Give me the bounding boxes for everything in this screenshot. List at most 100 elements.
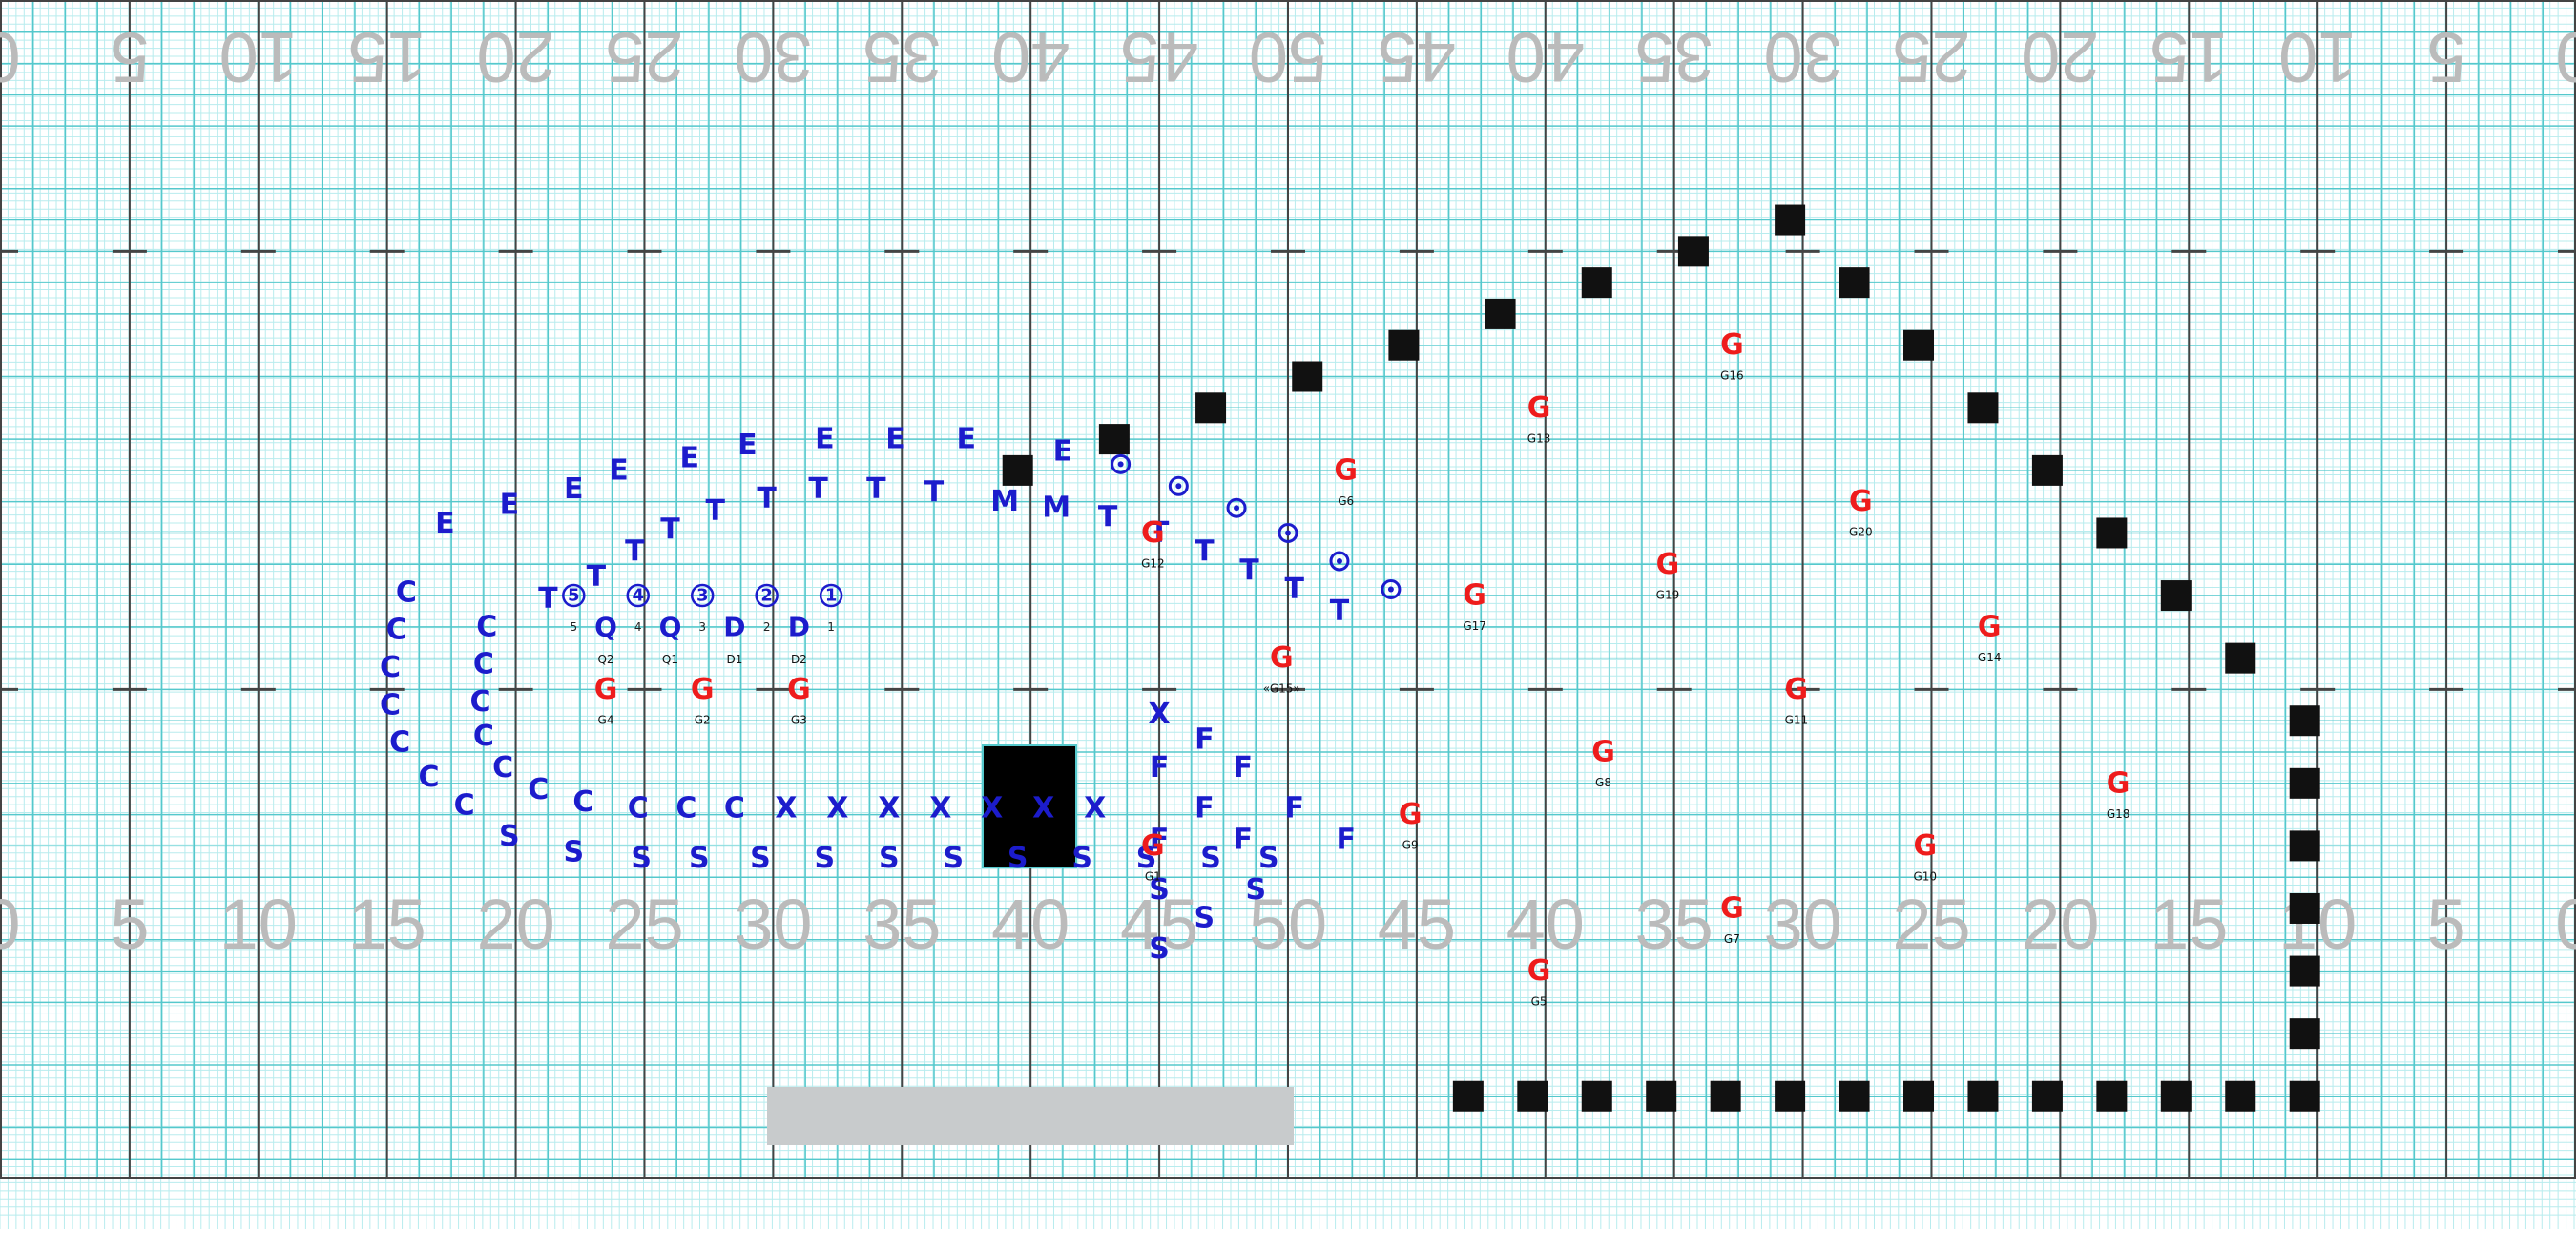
black-square-marker[interactable]: [2225, 1080, 2256, 1112]
black-square-marker[interactable]: [1292, 361, 1323, 392]
red-marker-g3[interactable]: GG3: [787, 673, 811, 727]
blue-marker-f[interactable]: F: [1195, 792, 1215, 825]
blue-marker-t[interactable]: T: [1239, 554, 1259, 587]
black-square-marker[interactable]: [2031, 1080, 2063, 1112]
blue-marker-t[interactable]: T: [1330, 595, 1350, 628]
blue-marker-x[interactable]: X: [878, 792, 900, 825]
black-square-marker[interactable]: [1710, 1080, 1741, 1112]
blue-marker-s[interactable]: S: [1245, 873, 1266, 907]
blue-marker-s[interactable]: S: [499, 820, 520, 853]
blue-marker-e[interactable]: E: [1053, 435, 1073, 469]
black-square-marker[interactable]: [2031, 454, 2063, 486]
blue-marker-q1[interactable]: QQ1: [659, 611, 682, 666]
black-square-marker[interactable]: [1581, 267, 1612, 299]
blue-marker-c[interactable]: C: [469, 685, 490, 719]
blue-marker-t[interactable]: T: [660, 513, 680, 547]
blue-marker-t[interactable]: T: [1150, 516, 1170, 550]
blue-marker-s[interactable]: S: [631, 842, 652, 875]
blue-marker-e[interactable]: E: [435, 507, 455, 540]
blue-marker-c[interactable]: C: [473, 648, 494, 681]
blue-marker-e[interactable]: E: [957, 423, 977, 456]
black-square-marker[interactable]: [2289, 1080, 2320, 1112]
red-marker-g1[interactable]: GG1: [1141, 829, 1165, 884]
red-marker-g15[interactable]: G«G15»: [1263, 641, 1300, 696]
black-square-marker[interactable]: [1775, 204, 1806, 236]
black-square-marker[interactable]: [1775, 1080, 1806, 1112]
red-marker-g8[interactable]: GG8: [1591, 736, 1615, 790]
blue-marker-t[interactable]: T: [866, 472, 886, 506]
blue-marker-t[interactable]: T: [924, 475, 945, 509]
blue-marker-f[interactable]: F: [1234, 823, 1254, 856]
black-square-marker[interactable]: [1388, 329, 1420, 361]
blue-marker-t[interactable]: T: [538, 582, 558, 616]
blue-marker-s[interactable]: S: [1149, 873, 1170, 907]
black-square-marker[interactable]: [2096, 517, 2128, 549]
blue-marker-q2[interactable]: QQ2: [594, 611, 617, 666]
black-square-marker[interactable]: [1195, 392, 1227, 424]
blue-marker-x[interactable]: X: [826, 792, 848, 825]
blue-marker-f[interactable]: F: [1336, 823, 1356, 856]
blue-marker-s[interactable]: S: [564, 835, 585, 868]
blue-marker-c[interactable]: C: [724, 792, 745, 825]
blue-marker-c[interactable]: C: [380, 651, 401, 684]
blue-marker-d2[interactable]: DD2: [788, 611, 810, 666]
blue-marker-x[interactable]: X: [1032, 792, 1054, 825]
blue-marker-c[interactable]: C: [572, 785, 593, 819]
blue-marker-o[interactable]: [1168, 475, 1189, 496]
black-square-marker[interactable]: [2160, 1080, 2192, 1112]
black-block-prop[interactable]: [982, 744, 1077, 868]
black-square-marker[interactable]: [1903, 1080, 1935, 1112]
black-square-marker[interactable]: [1646, 1080, 1677, 1112]
blue-marker-c[interactable]: C: [389, 726, 410, 760]
blue-marker-e[interactable]: E: [500, 488, 520, 521]
black-square-marker[interactable]: [1517, 1080, 1548, 1112]
blue-marker-x[interactable]: X: [981, 792, 1003, 825]
blue-marker-s[interactable]: S: [943, 842, 964, 875]
red-marker-g4[interactable]: GG4: [594, 673, 618, 727]
blue-marker-c[interactable]: C: [386, 614, 407, 647]
blue-marker-m[interactable]: M: [1042, 491, 1070, 525]
blue-marker-c[interactable]: C: [492, 751, 513, 784]
blue-marker-s[interactable]: S: [879, 842, 900, 875]
blue-marker-x[interactable]: X: [1084, 792, 1106, 825]
black-square-marker[interactable]: [2289, 892, 2320, 924]
blue-marker-s[interactable]: S: [750, 842, 771, 875]
black-square-marker[interactable]: [2289, 705, 2320, 737]
blue-marker-o[interactable]: [1381, 579, 1402, 599]
blue-marker-e[interactable]: E: [679, 441, 699, 474]
blue-marker-t[interactable]: T: [1195, 535, 1215, 569]
red-marker-g9[interactable]: GG9: [1399, 798, 1423, 852]
blue-marker-t[interactable]: T: [705, 494, 725, 528]
black-square-marker[interactable]: [2289, 767, 2320, 799]
blue-marker-s[interactable]: S: [1008, 842, 1028, 875]
blue-marker-t[interactable]: T: [625, 535, 645, 569]
blue-marker-m[interactable]: M: [990, 485, 1019, 518]
blue-marker-o[interactable]: [1111, 453, 1132, 474]
blue-marker-e[interactable]: E: [737, 428, 758, 462]
blue-marker-s[interactable]: S: [1136, 842, 1157, 875]
red-marker-g6[interactable]: GG6: [1334, 453, 1358, 508]
black-square-marker[interactable]: [1485, 298, 1516, 329]
black-square-marker[interactable]: [2160, 580, 2192, 612]
blue-marker-e[interactable]: E: [885, 423, 905, 456]
blue-marker-c[interactable]: C: [396, 575, 417, 609]
blue-marker-d1[interactable]: DD1: [723, 611, 745, 666]
blue-marker-s[interactable]: S: [1200, 842, 1221, 875]
black-square-marker[interactable]: [2289, 830, 2320, 862]
blue-marker-c[interactable]: C: [528, 773, 549, 806]
blue-marker-c[interactable]: C: [476, 610, 497, 643]
blue-marker-x[interactable]: X: [775, 792, 797, 825]
black-square-marker[interactable]: [1967, 1080, 1999, 1112]
blue-marker-c[interactable]: C: [380, 688, 401, 721]
black-square-marker[interactable]: [1581, 1080, 1612, 1112]
black-square-marker[interactable]: [1677, 236, 1709, 267]
blue-marker-f[interactable]: F: [1150, 751, 1170, 784]
blue-marker-x[interactable]: X: [929, 792, 951, 825]
blue-marker-t[interactable]: T: [1098, 501, 1118, 534]
blue-marker-s[interactable]: S: [689, 842, 710, 875]
